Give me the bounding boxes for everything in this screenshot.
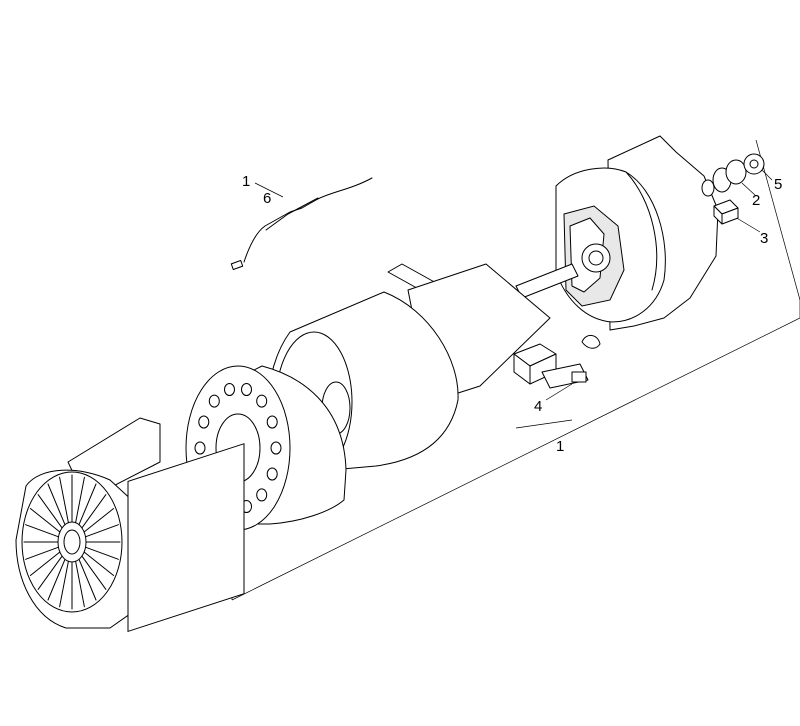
brush-holder xyxy=(513,343,589,389)
armature-hole xyxy=(198,415,210,429)
fan-blade xyxy=(59,476,69,524)
callouts: 1 6 2 5 3 4 1 xyxy=(242,173,782,455)
fan-blade xyxy=(47,483,66,526)
clip xyxy=(581,335,601,349)
armature-hole xyxy=(208,394,220,408)
fan-blade xyxy=(78,483,97,526)
bearing-parts xyxy=(701,153,765,197)
fan-blade xyxy=(37,555,63,590)
armature-hole xyxy=(194,441,206,455)
fan-blade xyxy=(83,508,115,533)
armature-hole xyxy=(224,383,235,396)
callout-5: 5 xyxy=(774,176,782,193)
callout-1-assembly: 1 xyxy=(556,438,564,455)
fan-blades xyxy=(23,474,121,610)
fan-blade xyxy=(37,494,63,529)
fan-blade xyxy=(25,524,59,538)
armature-hole xyxy=(266,415,278,429)
fan-blade xyxy=(29,551,61,576)
fan-blade xyxy=(29,508,61,533)
fan-blade xyxy=(75,560,85,608)
fan-blade xyxy=(78,558,97,601)
fan-blade xyxy=(47,558,66,601)
fan-blade xyxy=(75,476,85,524)
fan-blade xyxy=(81,555,107,590)
armature-hole xyxy=(256,488,268,502)
fan-blade xyxy=(85,546,119,560)
rear-end-housing xyxy=(555,135,719,331)
callout-6: 6 xyxy=(263,190,271,207)
fan-blade xyxy=(81,494,107,529)
fan-blade xyxy=(25,546,59,560)
fan-blade xyxy=(83,551,115,576)
armature-hole xyxy=(266,467,278,481)
callout-3: 3 xyxy=(760,230,768,247)
callout-4: 4 xyxy=(534,398,542,415)
fan-blade xyxy=(85,524,119,538)
callout-1-wire: 1 xyxy=(242,173,250,190)
armature-hole xyxy=(270,441,282,455)
armature-hole xyxy=(256,394,268,408)
wire-harness xyxy=(230,177,373,271)
connector xyxy=(713,199,739,225)
armature-hole xyxy=(241,383,252,396)
fan-blade xyxy=(59,560,69,608)
callout-2: 2 xyxy=(752,192,760,209)
